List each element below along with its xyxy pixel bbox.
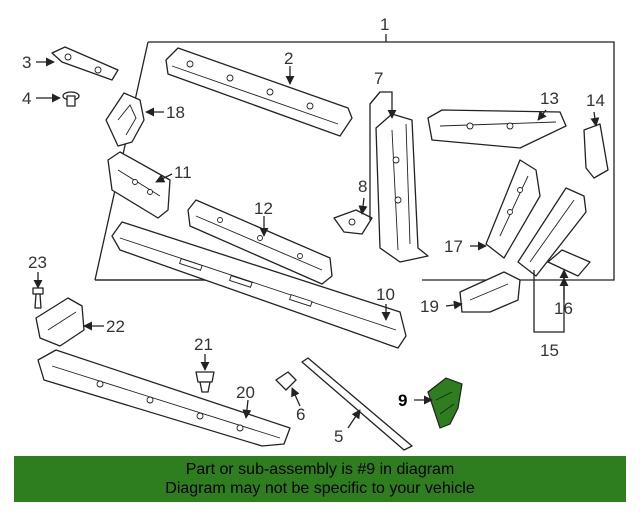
part-7-vertical-support[interactable] <box>375 113 429 263</box>
callout-7: 7 <box>374 69 383 88</box>
callout-22: 22 <box>106 317 125 336</box>
banner-line-1: Part or sub-assembly is #9 in diagram <box>185 461 455 478</box>
banner-line-2: Diagram may not be specific to your vehi… <box>165 480 475 497</box>
part-23-push-pin[interactable] <box>32 287 44 309</box>
notice-banner: Part or sub-assembly is #9 in diagram Di… <box>14 456 626 502</box>
part-3-bracket[interactable] <box>51 46 119 81</box>
part-22-bracket[interactable] <box>35 297 85 347</box>
callout-21: 21 <box>194 335 213 354</box>
part-2-upper-tie-bar[interactable] <box>165 47 353 137</box>
part-20-splash-shield[interactable] <box>37 349 291 447</box>
callout-9: 9 <box>398 391 407 410</box>
callout-15: 15 <box>540 341 559 360</box>
callout-20: 20 <box>236 383 255 402</box>
part-10-lower-beam[interactable] <box>111 221 407 349</box>
callout-3: 3 <box>22 53 31 72</box>
part-14-side-plate[interactable] <box>583 123 609 179</box>
part-11-side-bracket[interactable] <box>107 151 171 219</box>
callout-10: 10 <box>376 285 395 304</box>
part-15-side-bracket[interactable] <box>517 187 587 277</box>
part-21-clip[interactable] <box>195 371 215 393</box>
part-4-bolt[interactable] <box>62 91 80 107</box>
callout-14: 14 <box>586 91 605 110</box>
parts-diagram: 1 2 3 4 18 11 12 7 8 13 14 17 16 15 19 1… <box>22 15 615 451</box>
callout-13: 13 <box>540 89 559 108</box>
part-16-clip[interactable] <box>547 249 591 277</box>
part-17-vertical-bracket[interactable] <box>485 159 541 259</box>
callout-6: 6 <box>296 405 305 424</box>
part-8-clip[interactable] <box>333 209 373 235</box>
callout-18: 18 <box>166 103 185 122</box>
part-5-rod[interactable] <box>301 357 413 451</box>
callout-11: 11 <box>174 163 192 182</box>
part-6-bolt[interactable] <box>275 371 297 391</box>
callout-5: 5 <box>334 427 343 446</box>
part-9-highlighted-bracket[interactable] <box>427 377 463 429</box>
callout-4: 4 <box>22 89 31 108</box>
callout-12: 12 <box>254 199 273 218</box>
callout-19: 19 <box>420 297 439 316</box>
callout-labels: 1 2 3 4 18 11 12 7 8 13 14 17 16 15 19 1… <box>22 15 605 446</box>
callout-23: 23 <box>28 253 47 272</box>
callout-1: 1 <box>380 15 389 34</box>
callout-16: 16 <box>554 299 573 318</box>
part-19-bracket[interactable] <box>459 271 521 313</box>
callout-8: 8 <box>358 177 367 196</box>
part-18-bracket[interactable] <box>105 92 145 147</box>
callout-17: 17 <box>444 237 463 256</box>
part-13-upper-bracket[interactable] <box>427 109 567 149</box>
callout-2: 2 <box>284 49 293 68</box>
leader-lines <box>33 34 600 429</box>
